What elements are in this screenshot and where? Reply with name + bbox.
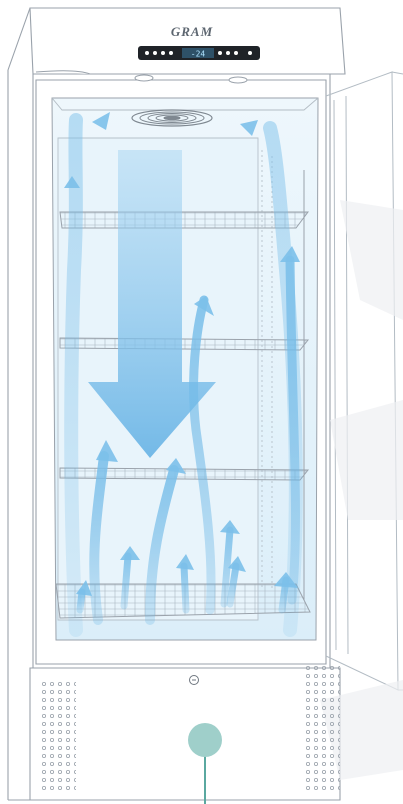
control-panel: -24: [138, 46, 260, 60]
left-grille: [40, 678, 76, 790]
gram-logo: GRAM: [171, 24, 213, 39]
temperature-display: -24: [191, 50, 206, 59]
right-grille: [304, 664, 340, 790]
open-door: [326, 72, 403, 690]
